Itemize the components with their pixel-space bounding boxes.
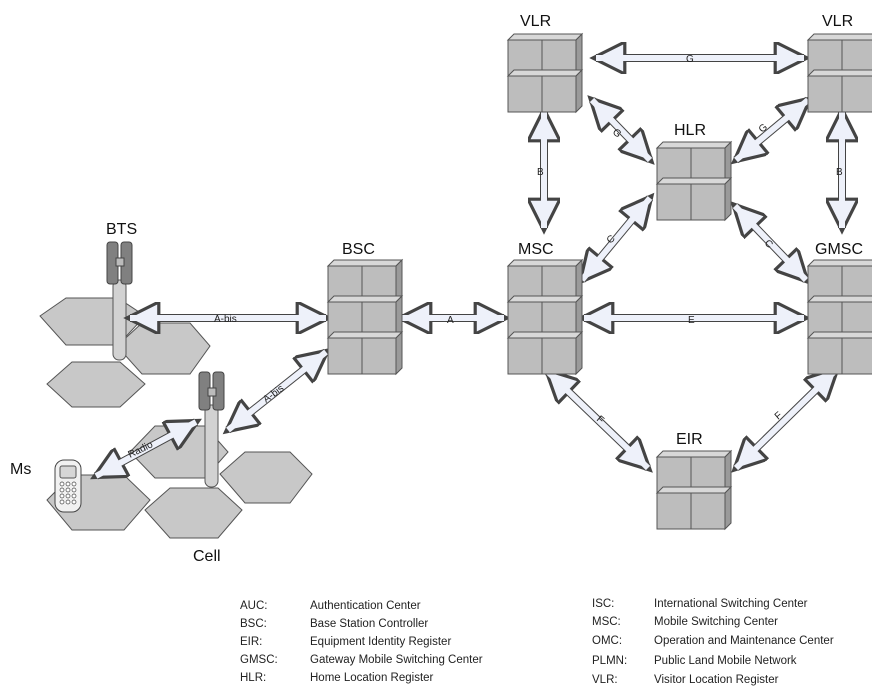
link-bts2-bsc-fill xyxy=(226,349,328,433)
link-vlr-hlr-right-fill xyxy=(734,97,810,163)
gmsc-stack xyxy=(806,259,872,375)
legend-desc: Home Location Register xyxy=(310,672,434,684)
eir-label: EIR xyxy=(676,431,703,448)
gmsc-label: GMSC xyxy=(815,241,863,258)
legend-abbr: ISC: xyxy=(592,598,615,610)
link-label-vlr-msc: B xyxy=(537,167,544,178)
legend-abbr: AUC: xyxy=(240,600,268,612)
link-msc-eir-fill xyxy=(545,369,651,471)
cell-label: Cell xyxy=(193,548,221,565)
legend-desc: Mobile Switching Center xyxy=(654,616,779,628)
link-label-vlr-vlr: G xyxy=(686,54,694,65)
legend-desc: Operation and Maintenance Center xyxy=(654,635,834,647)
legend-abbr: VLR: xyxy=(592,674,618,686)
link-arrows xyxy=(94,58,842,480)
legend-desc: Equipment Identity Register xyxy=(310,636,452,648)
msc-stack xyxy=(506,258,584,376)
vlr-right-stack xyxy=(806,33,872,113)
cell-hexagon xyxy=(46,361,146,408)
link-msc-hlr-fill xyxy=(579,196,653,282)
hlr-label: HLR xyxy=(674,122,706,139)
bts-label: BTS xyxy=(106,221,137,238)
link-hlr-gmsc-fill xyxy=(732,203,809,283)
cell-group-lower xyxy=(46,425,313,539)
legend-desc: Public Land Mobile Network xyxy=(654,655,797,667)
vlr-left-stack xyxy=(506,32,584,114)
hlr-stack xyxy=(655,140,733,222)
link-label-msc-gmsc: E xyxy=(688,315,695,326)
legend-desc: Gateway Mobile Switching Center xyxy=(310,654,483,666)
legend-abbr: PLMN: xyxy=(592,655,628,667)
bts-tower-upper xyxy=(106,241,133,361)
bsc-label: BSC xyxy=(342,241,375,258)
legend-abbr: EIR: xyxy=(240,636,263,648)
link-vlr-hlr-left-fill xyxy=(589,97,653,163)
link-gmsc-eir-fill xyxy=(733,367,839,471)
vlr-left-label: VLR xyxy=(520,13,551,30)
legend-abbr: BSC: xyxy=(240,618,267,630)
link-label-msc-eir: F xyxy=(594,414,606,426)
vlr-right-label: VLR xyxy=(822,13,853,30)
link-label-gmsc-eir: F xyxy=(773,410,785,422)
legend-abbr: MSC: xyxy=(592,616,621,628)
eir-stack xyxy=(655,449,733,531)
mobile-phone-icon xyxy=(54,459,82,513)
legend-abbr: HLR: xyxy=(240,672,267,684)
network-elements xyxy=(326,32,872,531)
ms-label: Ms xyxy=(10,461,31,478)
cell-hexagon xyxy=(219,451,313,504)
bts-tower-lower xyxy=(198,371,225,488)
link-label-vlr-gmsc: B xyxy=(836,167,843,178)
legend-desc: International Switching Center xyxy=(654,598,808,610)
legend-abbr: OMC: xyxy=(592,635,623,647)
link-label-bts-bsc: A-bis xyxy=(214,314,237,325)
msc-label: MSC xyxy=(518,241,554,258)
bsc-stack xyxy=(326,258,404,376)
legend-desc: Authentication Center xyxy=(310,600,421,612)
legend-abbr: GMSC: xyxy=(240,654,278,666)
legend-desc: Visitor Location Register xyxy=(654,674,779,686)
link-radio-fill xyxy=(94,419,198,479)
cell-hexagon xyxy=(144,487,243,539)
link-label-bsc-msc: A xyxy=(447,315,454,326)
legend-desc: Base Station Controller xyxy=(310,618,429,630)
